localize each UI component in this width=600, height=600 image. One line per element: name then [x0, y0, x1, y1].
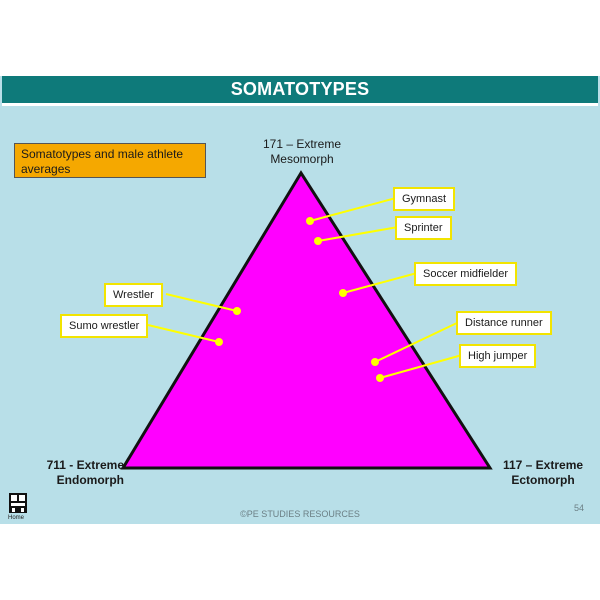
marker-wrestler [233, 307, 241, 315]
connector-sprinter [317, 226, 399, 242]
home-icon[interactable] [8, 492, 28, 520]
somatotype-triangle [120, 170, 493, 470]
info-box: Somatotypes and male athlete averages [14, 143, 206, 178]
label-soccer-midfielder: Soccer midfielder [414, 262, 517, 286]
somatotype-diagram [120, 170, 493, 470]
slide-title: SOMATOTYPES [2, 76, 598, 106]
label-high-jumper: High jumper [459, 344, 537, 368]
connector-distance-runner [374, 321, 460, 363]
vertex-ectomorph: 117 – Extreme Ectomorph [502, 458, 584, 487]
label-wrestler: Wrestler [104, 283, 163, 307]
page-number: 54 [573, 503, 584, 513]
vertex-endomorph: 711 - Extreme Endomorph [46, 458, 124, 487]
marker-gymnast [306, 217, 314, 225]
marker-sumo-wrestler [215, 338, 223, 346]
marker-distance-runner [371, 358, 379, 366]
connector-soccer-midfielder [342, 272, 418, 294]
connector-sumo-wrestler [147, 324, 220, 343]
connector-high-jumper [379, 354, 463, 379]
marker-soccer-midfielder [339, 289, 347, 297]
marker-high-jumper [376, 374, 384, 382]
copyright: ©PE STUDIES RESOURCES [240, 509, 360, 519]
label-gymnast: Gymnast [393, 187, 456, 211]
connector-wrestler [165, 293, 238, 312]
home-label[interactable]: Home [8, 515, 25, 521]
label-sumo-wrestler: Sumo wrestler [60, 314, 149, 338]
connector-gymnast [309, 197, 397, 222]
label-sprinter: Sprinter [395, 216, 452, 240]
slide: SOMATOTYPES Somatotypes and male athlete… [0, 76, 600, 524]
label-distance-runner: Distance runner [456, 311, 552, 335]
marker-sprinter [314, 237, 322, 245]
vertex-mesomorph: 171 – Extreme Mesomorph [262, 137, 342, 166]
